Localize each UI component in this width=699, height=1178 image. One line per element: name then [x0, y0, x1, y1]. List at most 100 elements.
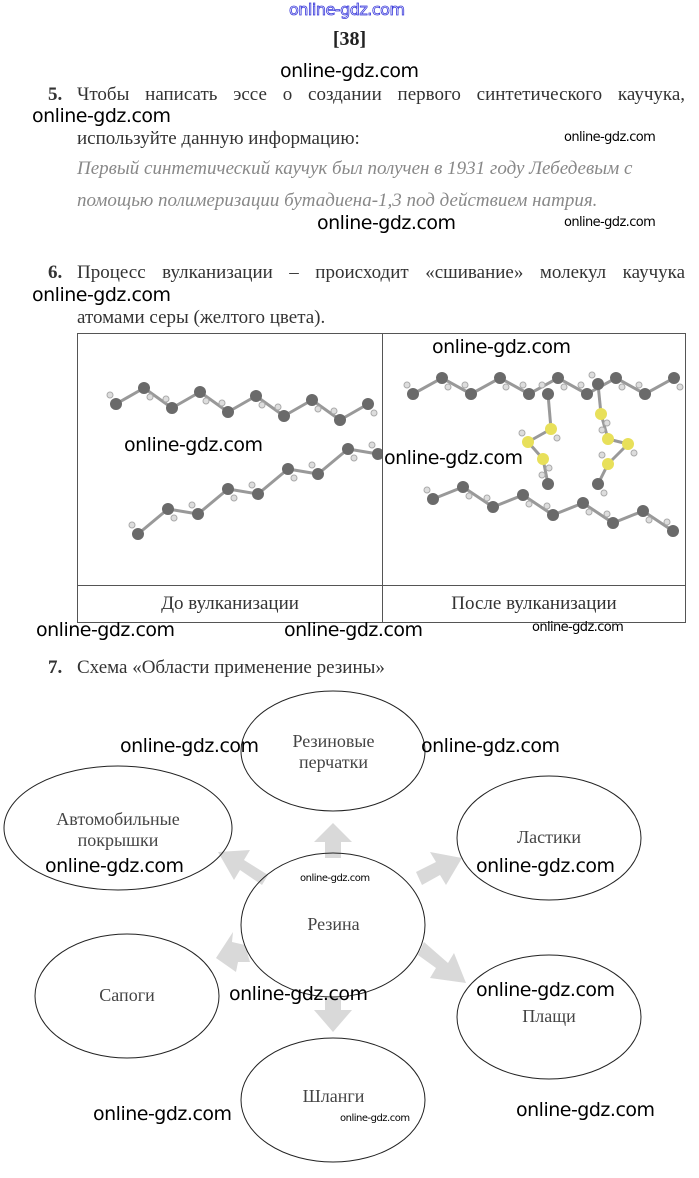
after-image-cell: [382, 333, 686, 586]
watermark: online-gdz.com: [229, 983, 368, 1005]
node-gloves-ellipse: [240, 690, 426, 812]
carbon-atom: [312, 468, 324, 480]
hydrogen-atom: [162, 395, 170, 403]
watermark: online-gdz.com: [476, 855, 615, 877]
hydrogen-atom: [598, 426, 606, 434]
node-raincoats-ellipse: [456, 954, 642, 1080]
carbon-atom: [517, 489, 529, 501]
carbon-atom: [110, 398, 122, 410]
hydrogen-atom: [330, 407, 338, 415]
watermark: online-gdz.com: [300, 873, 370, 884]
watermark: online-gdz.com: [32, 284, 171, 306]
watermark: online-gdz.com: [384, 447, 523, 469]
task7-number: 7.: [48, 657, 63, 678]
before-image-cell: [77, 333, 384, 586]
sulfur-atom: [522, 436, 534, 448]
bond: [462, 485, 494, 509]
carbon-atom: [222, 406, 234, 418]
carbon-atom: [222, 483, 234, 495]
hydrogen-atom: [543, 502, 551, 510]
bond: [582, 501, 614, 525]
bond: [317, 447, 349, 476]
node-hoses-ellipse: [240, 1037, 426, 1163]
watermark: online-gdz.com: [93, 1103, 232, 1125]
watermark: online-gdz.com: [45, 855, 184, 877]
hydrogen-atom: [603, 510, 611, 518]
carbon-atom: [132, 528, 144, 540]
hydrogen-atom: [274, 403, 282, 411]
hydrogen-atom: [519, 381, 527, 389]
hydrogen-atom: [314, 405, 322, 413]
carbon-atom: [465, 388, 477, 400]
bond: [642, 509, 674, 533]
hydrogen-atom: [403, 381, 411, 389]
hydrogen-atom: [370, 409, 378, 417]
hydrogen-atom: [560, 383, 568, 391]
carbon-atom: [427, 493, 439, 505]
hydrogen-atom: [645, 516, 653, 524]
carbon-atom: [592, 378, 604, 390]
arrow-up-left: [218, 850, 268, 885]
carbon-atom: [667, 525, 679, 537]
task7-title: Схема «Области применение резины»: [77, 657, 385, 678]
bond: [522, 493, 554, 517]
carbon-atom: [577, 497, 589, 509]
watermark: online-gdz.com: [340, 1113, 410, 1124]
node-center-ellipse: [240, 852, 426, 998]
caption-before: До вулканизации: [77, 585, 383, 623]
task5-line1: Чтобы написать эссе о создании первого с…: [77, 84, 685, 105]
task5-number: 5.: [48, 84, 63, 105]
hydrogen-atom: [170, 514, 178, 522]
hydrogen-atom: [465, 492, 473, 500]
node-raincoats-label: Плащи: [522, 1006, 576, 1026]
sulfur-atom: [595, 408, 607, 420]
watermark: online-gdz.com: [564, 130, 656, 145]
watermark: online-gdz.com: [32, 105, 171, 127]
carbon-atom: [552, 372, 564, 384]
hydrogen-atom: [423, 486, 431, 494]
task5-quote1: Первый синтетический каучук был получен …: [77, 158, 633, 179]
watermark: online-gdz.com: [532, 620, 624, 635]
carbon-atom: [282, 463, 294, 475]
node-erasers-label: Ластики: [516, 827, 582, 847]
hydrogen-atom: [290, 474, 298, 482]
carbon-atom: [407, 388, 419, 400]
watermark-top: online-gdz.com: [289, 0, 406, 19]
carbon-atom: [494, 372, 506, 384]
watermark: online-gdz.com: [317, 212, 456, 234]
task6-line2: атомами серы (желтого цвета).: [77, 307, 326, 328]
bond: [197, 487, 229, 516]
node-tires-label: Автомобильные покрышки: [4, 809, 232, 851]
watermark: online-gdz.com: [120, 735, 259, 757]
carbon-atom: [250, 390, 262, 402]
hydrogen-atom: [663, 518, 671, 526]
task6-number: 6.: [48, 262, 63, 283]
sulfur-atom: [622, 438, 634, 450]
carbon-atom: [138, 382, 150, 394]
sulfur-atom: [537, 453, 549, 465]
arrow-up: [314, 823, 352, 858]
gloves-line1: Резиновые: [292, 731, 375, 751]
hydrogen-atom: [461, 381, 469, 389]
hydrogen-atom: [538, 381, 546, 389]
carbon-atom: [668, 372, 680, 384]
tires-line2: покрышки: [77, 830, 159, 850]
carbon-atom: [592, 478, 604, 490]
carbon-atom: [252, 488, 264, 500]
arrow-down-left: [216, 932, 250, 972]
hydrogen-atom: [618, 383, 626, 391]
sulfur-atom: [602, 458, 614, 470]
bond: [257, 467, 289, 496]
hydrogen-atom: [676, 383, 684, 391]
molecule-before-image: [106, 382, 384, 540]
carbon-atom: [194, 386, 206, 398]
hydrogen-atom: [630, 449, 638, 457]
hydrogen-atom: [588, 371, 596, 379]
hydrogen-atom: [106, 391, 114, 399]
node-tires-ellipse: [3, 765, 233, 891]
hydrogen-atom: [538, 471, 546, 479]
sulfur-atom: [602, 433, 614, 445]
carbon-atom: [523, 388, 535, 400]
hydrogen-atom: [202, 397, 210, 405]
node-gloves-label: Резиновые перчатки: [241, 731, 426, 773]
